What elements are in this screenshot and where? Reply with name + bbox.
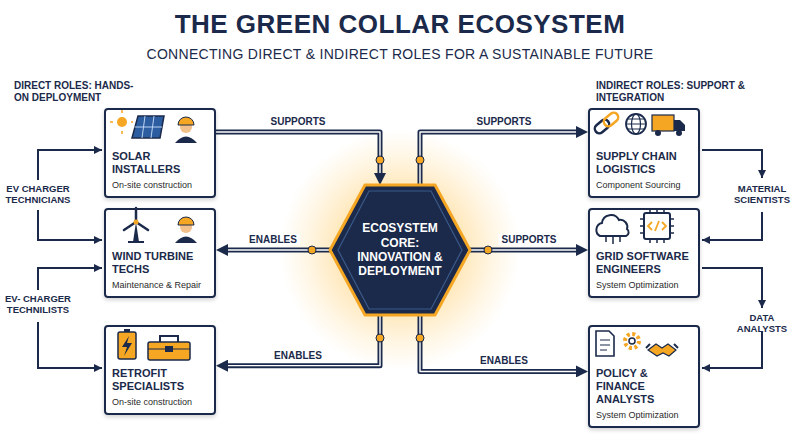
side-role-label: DATA ANALYSTS: [728, 313, 796, 335]
node-title: WIND TURBINE TECHS: [112, 250, 208, 276]
hexagon-inner-line: [338, 191, 462, 309]
side-brackets: [38, 150, 762, 368]
section-heading: DIRECT ROLES: HANDS-ON DEPLOYMENT: [14, 80, 134, 104]
role-box: SOLAR INSTALLERS On-site construction: [104, 108, 216, 198]
node-title: SOLAR INSTALLERS: [112, 150, 208, 176]
connector: [216, 132, 380, 173]
connector: [420, 132, 576, 185]
side-role-label: EV CHARGER TECHNICIANS: [4, 184, 72, 206]
node-subtitle: System Optimization: [596, 280, 692, 290]
connector-inner-line: [420, 132, 576, 185]
connector-inner-line: [216, 132, 380, 173]
connector-label: ENABLES: [477, 355, 531, 366]
side-role-label: MATERIAL SCIENTISTS: [728, 184, 796, 206]
role-box: POLICY & FINANCE ANALYSTS System Optimiza…: [588, 325, 700, 428]
connector-label: SUPPORTS: [473, 116, 534, 127]
node-title: ECOSYSTEM CORE: INNOVATION & DEPLOYMENT: [352, 221, 448, 279]
connector-label: SUPPORTS: [498, 234, 559, 245]
connector-label: SUPPORTS: [267, 116, 328, 127]
wind-turbine-icon: [124, 208, 197, 243]
role-box: WIND TURBINE TECHS Maintenance & Repair: [104, 208, 216, 298]
solar-icon: [110, 110, 197, 143]
core-glow: [280, 130, 520, 370]
node-title: POLICY & FINANCE ANALYSTS: [596, 367, 692, 406]
connector-label: ENABLES: [246, 234, 300, 245]
node-title: RETROFIT SPECIALISTS: [112, 367, 208, 393]
node-subtitle: On-site construction: [112, 180, 208, 190]
connector: [228, 315, 380, 366]
connector-inner-line: [228, 315, 380, 366]
connector-label: ENABLES: [271, 350, 325, 361]
node-subtitle: System Optimization: [596, 410, 692, 420]
node-subtitle: Component Sourcing: [596, 180, 692, 190]
node-subtitle: Maintenance & Repair: [112, 280, 208, 290]
role-box: SUPPLY CHAIN LOGISTICS Component Sourcing: [588, 108, 700, 198]
side-role-label: EV- CHARGER TECHNILISTS: [4, 294, 72, 316]
core-hexagon: ECOSYSTEM CORE: INNOVATION & DEPLOYMENT: [330, 185, 470, 315]
role-box: RETROFIT SPECIALISTS On-site construction: [104, 325, 216, 415]
document-gear-handshake-icon: [596, 331, 678, 356]
subtitle: CONNECTING DIRECT & INDIRECT ROLES FOR A…: [0, 46, 800, 62]
section-heading: INDIRECT ROLES: SUPPORT & INTEGRATION: [596, 80, 746, 104]
connector: [420, 315, 576, 371]
connector-inner-line: [420, 315, 576, 371]
connector-dots: [308, 156, 492, 342]
node-title: SUPPLY CHAIN LOGISTICS: [596, 150, 692, 176]
battery-toolbox-icon: [118, 329, 190, 360]
role-box: GRID SOFTWARE ENGINEERS System Optimizati…: [588, 208, 700, 298]
supply-chain-icon: [593, 111, 685, 136]
cloud-chip-icon: [596, 209, 674, 244]
hexagon-fill: [330, 185, 470, 315]
diagram-title: THE GREEN COLLAR ECOSYSTEM: [0, 9, 800, 40]
node-subtitle: On-site construction: [112, 397, 208, 407]
node-title: GRID SOFTWARE ENGINEERS: [596, 250, 692, 276]
